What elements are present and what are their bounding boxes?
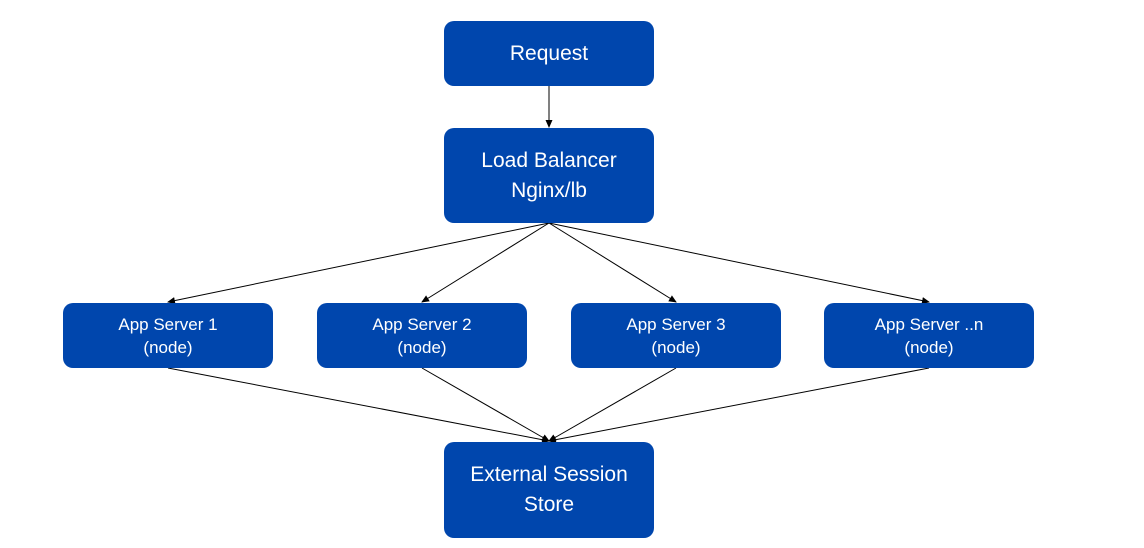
load-balancer-sublabel: Nginx/lb xyxy=(511,178,587,202)
load-balancer-node: Load Balancer Nginx/lb xyxy=(444,128,654,223)
app-server-n-sublabel: (node) xyxy=(904,337,954,357)
connector-app-server-n-to-session-store xyxy=(548,367,930,444)
app-server-2-sublabel: (node) xyxy=(397,337,447,357)
app-server-3-sublabel: (node) xyxy=(651,337,701,357)
app-server-3-label: App Server 3 xyxy=(626,314,726,334)
app-server-2-node: App Server 2 (node) xyxy=(317,303,527,368)
app-server-1-sublabel: (node) xyxy=(143,337,193,357)
load-balancer-label: Load Balancer xyxy=(481,148,617,172)
connector-load-balancer-to-app-server-3 xyxy=(548,222,677,303)
connector-load-balancer-to-app-server-n xyxy=(548,222,930,305)
connector-app-server-1-to-session-store xyxy=(167,367,550,444)
app-server-n-node: App Server ..n (node) xyxy=(824,303,1034,368)
app-server-1-node: App Server 1 (node) xyxy=(63,303,273,368)
connector-app-server-2-to-session-store xyxy=(421,367,550,442)
session-store-node: External Session Store xyxy=(444,442,654,538)
app-server-n-label: App Server ..n xyxy=(874,314,984,334)
request-node: Request xyxy=(444,21,654,86)
app-server-1-label: App Server 1 xyxy=(118,314,218,334)
session-store-label: External Session xyxy=(470,463,628,486)
request-label: Request xyxy=(509,41,589,65)
app-server-3-node: App Server 3 (node) xyxy=(571,303,781,368)
connector-load-balancer-to-app-server-1 xyxy=(167,222,550,305)
connector-app-server-3-to-session-store xyxy=(548,367,677,442)
app-server-2-label: App Server 2 xyxy=(372,314,472,334)
session-store-sublabel: Store xyxy=(523,493,575,516)
connector-load-balancer-to-app-server-2 xyxy=(421,222,550,303)
